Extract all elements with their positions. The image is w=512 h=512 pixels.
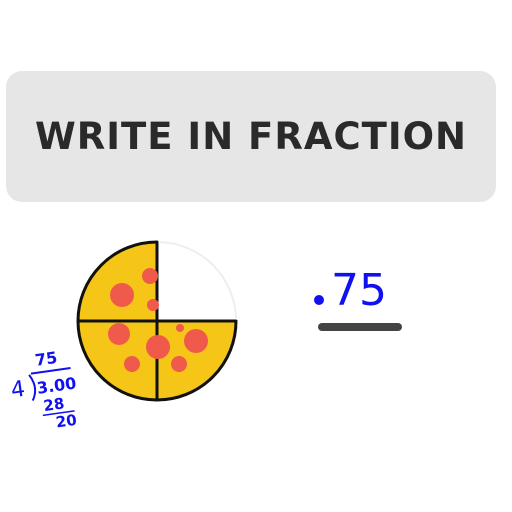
division-overline (30, 367, 71, 375)
pizza-slice-bottom-right (155, 319, 238, 402)
answer-fraction: 75 (314, 265, 402, 331)
pepperoni (108, 323, 130, 345)
pizza-slice-bottom-left (76, 319, 159, 402)
pepperoni (184, 329, 208, 353)
pizza-slice-top-left (76, 240, 159, 323)
pepperoni (124, 356, 140, 372)
pepperoni (176, 324, 184, 332)
answer-value: 75 (331, 265, 387, 316)
pepperoni-toppings (108, 268, 208, 372)
scribble-rule (42, 410, 75, 417)
pepperoni (110, 283, 134, 307)
banner-title: WRITE IN FRACTION (34, 115, 468, 158)
pepperoni (147, 299, 159, 311)
pepperoni (146, 335, 170, 359)
decimal-point (314, 295, 324, 305)
scribble-step-1: 28 (42, 394, 65, 415)
title-banner: WRITE IN FRACTION (6, 71, 496, 202)
pizza-illustration (76, 240, 238, 402)
pepperoni (171, 356, 187, 372)
missing-slice-outline (159, 241, 237, 319)
division-scribble: 75 4 3.00 28 20 (9, 348, 78, 432)
scribble-dividend: 3.00 (36, 373, 78, 397)
scribble-step-2: 20 (55, 411, 78, 432)
pepperoni (142, 268, 158, 284)
scribble-divisor: 4 (9, 377, 26, 404)
scribble-quotient: 75 (34, 348, 59, 370)
division-bracket (28, 374, 37, 402)
